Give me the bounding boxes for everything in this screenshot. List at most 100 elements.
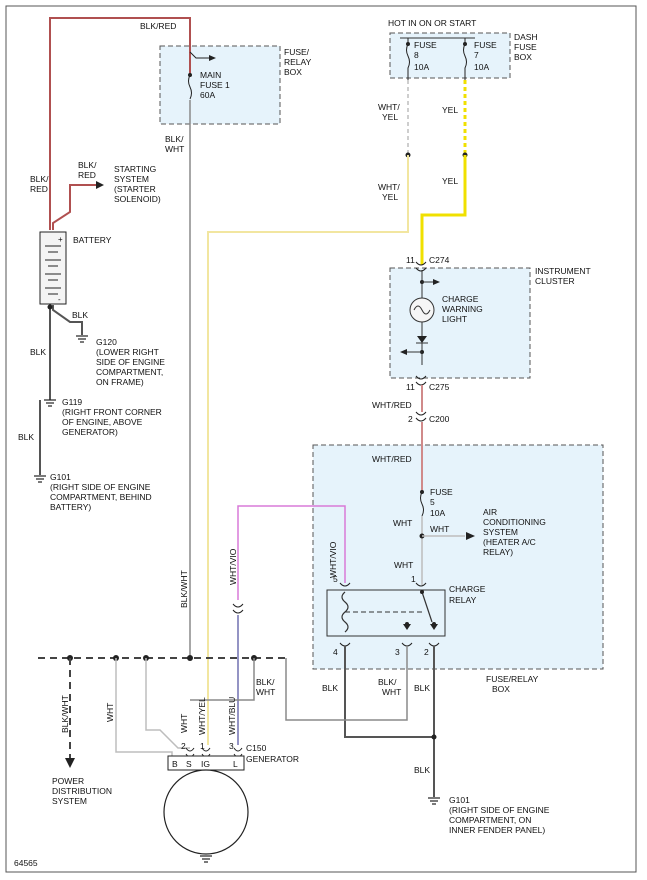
label-blk-wht-gen-2: WHT	[256, 687, 275, 697]
label-wht-yel-a: WHT/	[378, 102, 400, 112]
connector-c150	[185, 747, 243, 752]
label-blk-wht-vertical: BLK/WHT	[179, 570, 189, 608]
label-dash-fuse-box: DASH	[514, 32, 538, 42]
label-fuse-5: FUSE	[430, 487, 453, 497]
instrument-cluster-box	[389, 267, 531, 379]
label-blk-wht-upper-2: WHT	[165, 144, 184, 154]
label-relay-pin-4: 4	[333, 647, 338, 657]
label-g119-2: (RIGHT FRONT CORNER	[62, 407, 162, 417]
wire-wht-gen-b	[145, 658, 190, 749]
label-term-b: B	[172, 759, 178, 769]
main-fuse-icon	[188, 74, 192, 100]
label-term-l: L	[233, 759, 238, 769]
label-ac-system: AIR	[483, 507, 497, 517]
label-wht-yel-b: WHT/	[378, 182, 400, 192]
label-fuse-5-2: 5	[430, 497, 435, 507]
ground-generator-icon	[200, 855, 212, 863]
label-blk-left-1: BLK	[30, 347, 46, 357]
label-wht-blu-gen: WHT/BLU	[227, 697, 237, 735]
label-starting-system-2: SYSTEM	[114, 174, 149, 184]
ground-g101-battery-icon	[34, 475, 46, 483]
label-ac-system-3: SYSTEM	[483, 527, 518, 537]
generator-icon	[163, 769, 249, 855]
fuse-relay-box-top	[159, 45, 281, 125]
label-starting-system: STARTING	[114, 164, 156, 174]
label-ac-system-2: CONDITIONING	[483, 517, 546, 527]
arrow-to-starter-icon	[96, 181, 104, 189]
label-fuse-8: FUSE	[414, 40, 437, 50]
label-g101-battery-3: COMPARTMENT, BEHIND	[50, 492, 152, 502]
label-blk-g101-fender: BLK	[414, 765, 430, 775]
label-main-fuse-3: 60A	[200, 90, 215, 100]
label-blk-wht-pds: BLK/WHT	[60, 695, 70, 733]
label-blk-red-left-2: RED	[30, 184, 48, 194]
label-wht-2: WHT	[430, 524, 449, 534]
label-g120-4: COMPARTMENT,	[96, 367, 163, 377]
label-blk-red-top: BLK/RED	[140, 21, 176, 31]
label-power-distribution: POWER	[52, 776, 84, 786]
svg-text:-: -	[58, 295, 61, 304]
wire-yel-to-cluster	[420, 155, 467, 265]
wire-blk-g120	[52, 305, 83, 335]
label-charge-warning-2: WARNING	[442, 304, 483, 314]
wire-blk-relay-pin4	[344, 646, 434, 738]
label-g101-fender-4: INNER FENDER PANEL)	[449, 825, 545, 835]
label-dash-fuse-box-2: FUSE	[514, 42, 537, 52]
ground-g120-icon	[76, 335, 88, 343]
label-fuse-relay-box-bottom: FUSE/RELAY	[486, 674, 539, 684]
wire-wht-yel-to-generator	[207, 155, 409, 745]
label-battery: BATTERY	[73, 235, 112, 245]
label-power-distribution-2: DISTRIBUTION	[52, 786, 112, 796]
label-charge-relay-2: RELAY	[449, 595, 477, 605]
label-g120-2: (LOWER RIGHT	[96, 347, 159, 357]
label-blk-relay-a: BLK	[322, 683, 338, 693]
label-gen-pin-2: 2	[181, 741, 186, 751]
label-c150: C150	[246, 743, 267, 753]
label-blk-wht-upper: BLK/	[165, 134, 184, 144]
main-fuse-tap	[189, 51, 212, 59]
label-fuse-relay-box-2: RELAY	[284, 57, 312, 67]
label-c275: C275	[429, 382, 450, 392]
label-wht-red-1: WHT/RED	[372, 400, 412, 410]
label-fuse-8-3: 10A	[414, 62, 429, 72]
label-g120-5: ON FRAME)	[96, 377, 144, 387]
label-starting-system-3: (STARTER	[114, 184, 156, 194]
label-g120-3: SIDE OF ENGINE	[96, 357, 165, 367]
label-ac-system-5: RELAY)	[483, 547, 513, 557]
wire-blk-red-main	[49, 17, 191, 230]
label-fuse-8-2: 8	[414, 50, 419, 60]
label-term-s: S	[186, 759, 192, 769]
label-relay-pin-2: 2	[424, 647, 429, 657]
label-ac-system-4: (HEATER A/C	[483, 537, 536, 547]
ground-g101-fender-icon	[428, 797, 440, 805]
label-wht-1: WHT	[393, 518, 412, 528]
label-fuse-7-2: 7	[474, 50, 479, 60]
label-relay-pin-5: 5	[333, 574, 338, 584]
label-wht-yel-a-2: YEL	[382, 112, 398, 122]
label-relay-pin-3: 3	[395, 647, 400, 657]
label-yel-a: YEL	[442, 105, 458, 115]
label-instrument-cluster-2: CLUSTER	[535, 276, 575, 286]
label-fuse-5-3: 10A	[430, 508, 445, 518]
charge-relay-box	[326, 589, 446, 637]
label-wht-red-2: WHT/RED	[372, 454, 412, 464]
label-gen-pin-3: 3	[229, 741, 234, 751]
label-g101-fender-2: (RIGHT SIDE OF ENGINE	[449, 805, 550, 815]
label-fuse-7: FUSE	[474, 40, 497, 50]
dash-fuse-box	[389, 32, 511, 79]
label-blk-red-left: BLK/	[30, 174, 49, 184]
label-wht-3: WHT	[394, 560, 413, 570]
label-fuse-7-3: 10A	[474, 62, 489, 72]
label-blk-g120: BLK	[72, 310, 88, 320]
label-charge-relay: CHARGE	[449, 584, 486, 594]
label-power-distribution-3: SYSTEM	[52, 796, 87, 806]
label-relay-pin-1: 1	[411, 574, 416, 584]
label-yel-b: YEL	[442, 176, 458, 186]
label-blk-relay-b: BLK	[414, 683, 430, 693]
wire-wht-gen-a	[115, 658, 173, 758]
connector-c275	[415, 375, 427, 380]
label-g119: G119	[62, 397, 82, 407]
label-g101-fender: G101	[449, 795, 470, 805]
label-g120: G120	[96, 337, 117, 347]
